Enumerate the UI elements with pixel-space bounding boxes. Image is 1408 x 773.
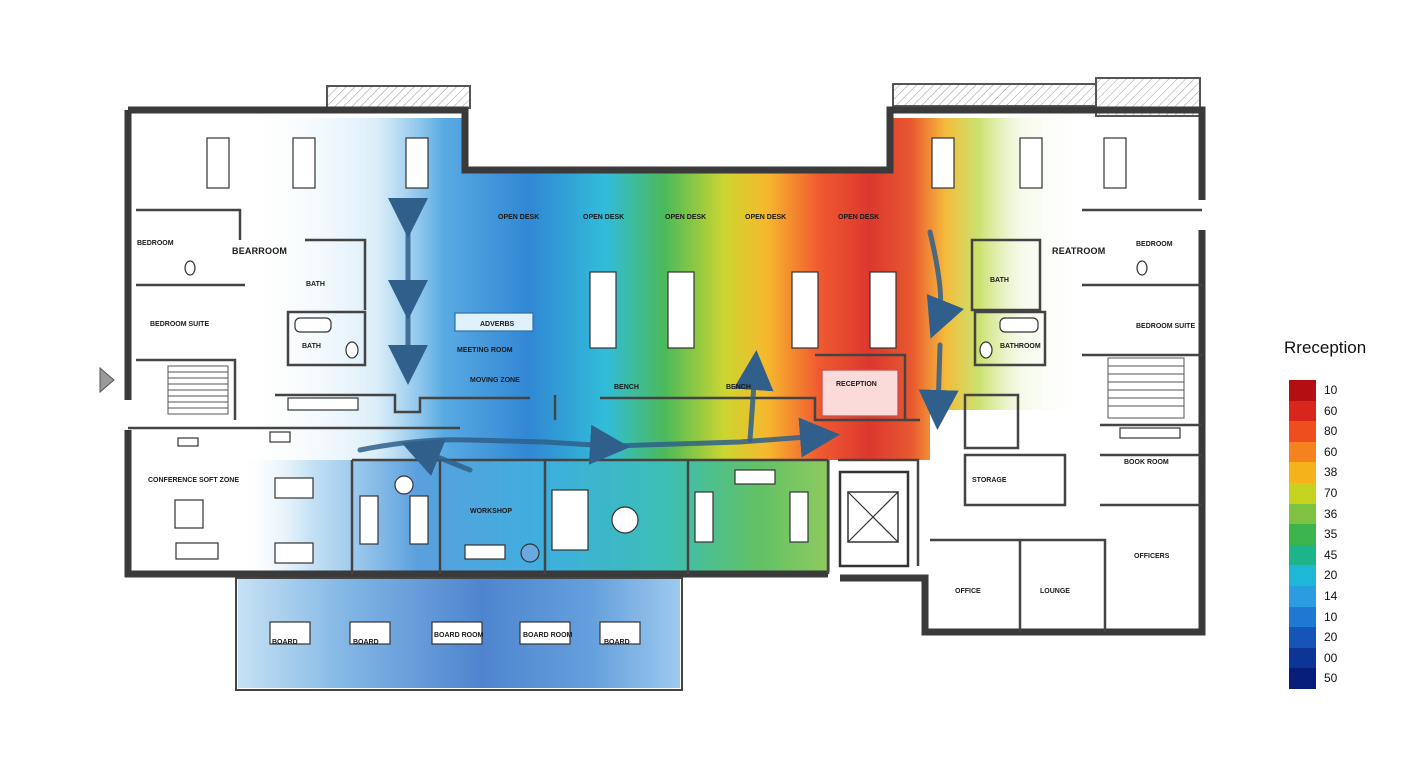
legend-value: 20	[1324, 630, 1338, 645]
label-storage: STORAGE	[972, 477, 1007, 484]
label-meeting-room: MEETING ROOM	[457, 347, 513, 354]
label-bedroom-left: BEDROOM	[137, 240, 174, 247]
entrance-arrow-icon	[99, 366, 115, 394]
label-book-room: BOOK ROOM	[1124, 459, 1169, 466]
elevator-core	[838, 470, 910, 568]
legend-value: 10	[1324, 383, 1338, 397]
balcony-left	[326, 85, 471, 109]
interior-walls	[128, 208, 1202, 632]
label-bath-left: BATH	[306, 281, 325, 288]
balcony-right	[892, 77, 1201, 117]
label-board-5: BOARD	[604, 639, 630, 646]
legend-value: 45	[1324, 547, 1338, 562]
legend-value: 38	[1324, 465, 1338, 480]
legend-row: 10	[1289, 380, 1369, 401]
label-board-3: BOARD ROOM	[434, 632, 484, 639]
legend-row: 20	[1289, 627, 1369, 648]
heatmap-overlay	[238, 118, 1090, 688]
stairs-right	[1107, 357, 1185, 419]
label-open-desk-2: OPEN DESK	[583, 214, 624, 221]
legend-swatch	[1289, 524, 1316, 545]
legend-row: 45	[1289, 544, 1369, 566]
exterior-walls	[124, 106, 1206, 636]
label-bearroom: BEARROOM	[232, 246, 287, 256]
legend-row: 70	[1289, 482, 1369, 504]
legend-row: 60	[1289, 441, 1369, 463]
legend-value: 70	[1324, 485, 1338, 500]
label-officers: OFFICERS	[1134, 553, 1170, 560]
label-bedroom-suite-right: BEDROOM SUITE	[1136, 323, 1195, 330]
color-legend: 10 60 80 60 38 70 36 35 45 20 14 10 20 00 50	[1289, 380, 1369, 689]
legend-swatch	[1289, 544, 1316, 566]
legend-swatch	[1289, 400, 1316, 422]
legend-swatch	[1289, 647, 1316, 669]
legend-swatch	[1289, 482, 1316, 504]
legend-swatch	[1289, 380, 1316, 401]
legend-value: 36	[1324, 506, 1338, 521]
legend-swatch	[1289, 421, 1316, 442]
legend-swatch	[1289, 441, 1316, 463]
label-bedroom-suite-left: BEDROOM SUITE	[150, 321, 209, 328]
legend-swatch	[1289, 668, 1316, 689]
label-bedroom-right: BEDROOM	[1136, 241, 1173, 248]
label-bench-1: BENCH	[614, 384, 639, 391]
legend-row: 50	[1289, 668, 1369, 689]
legend-swatch	[1289, 565, 1316, 586]
legend-value: 10	[1324, 609, 1338, 624]
label-open-desk-4: OPEN DESK	[745, 214, 786, 221]
legend-swatch	[1289, 585, 1316, 607]
label-conference-zone: CONFERENCE SOFT ZONE	[148, 477, 239, 484]
legend-row: 36	[1289, 503, 1369, 525]
label-moving-zone: MOVING ZONE	[470, 377, 520, 384]
legend-value: 60	[1324, 444, 1338, 459]
label-bath-suite-left: BATH	[302, 343, 321, 350]
legend-swatch	[1289, 627, 1316, 648]
legend-swatch	[1289, 606, 1316, 628]
label-board-2: BOARD	[353, 639, 379, 646]
label-open-desk-1: OPEN DESK	[498, 214, 539, 221]
legend-value: 14	[1324, 588, 1338, 603]
legend-row: 14	[1289, 585, 1369, 607]
label-workshop: WORKSHOP	[470, 508, 512, 515]
legend-row: 60	[1289, 400, 1369, 422]
legend-value: 60	[1324, 403, 1338, 418]
legend-title: Rreception	[1284, 338, 1367, 357]
label-board-4: BOARD ROOM	[523, 632, 573, 639]
label-reception: RECEPTION	[836, 381, 877, 388]
label-bathroom-right: BATHROOM	[1000, 343, 1041, 350]
legend-swatch	[1289, 462, 1316, 483]
bath-fixtures	[184, 260, 1181, 439]
stairs-left	[167, 365, 229, 415]
label-office-1: OFFICE	[955, 588, 981, 595]
legend-row: 38	[1289, 462, 1369, 483]
legend-value: 00	[1324, 650, 1338, 665]
label-bench-2: BENCH	[726, 384, 751, 391]
flow-arrows	[357, 198, 964, 476]
label-board-1: BOARD	[272, 639, 298, 646]
legend-row: 20	[1289, 565, 1369, 586]
legend-value: 20	[1324, 568, 1338, 583]
legend-value: 35	[1324, 527, 1338, 542]
legend-row: 10	[1289, 606, 1369, 628]
legend-row: 35	[1289, 524, 1369, 545]
label-reatroom: REATROOM	[1052, 246, 1105, 256]
label-open-desk-5: OPEN DESK	[838, 214, 879, 221]
label-lounge: LOUNGE	[1040, 588, 1070, 595]
label-open-desk-3: OPEN DESK	[665, 214, 706, 221]
legend-value: 50	[1324, 671, 1338, 686]
legend-row: 80	[1289, 421, 1369, 442]
adverbs-box	[454, 312, 534, 332]
label-adverbs: ADVERBS	[480, 321, 515, 328]
label-bath-right: BATH	[990, 277, 1009, 284]
legend-swatch	[1289, 503, 1316, 525]
desk-clusters	[206, 137, 1127, 645]
legend-row: 00	[1289, 647, 1369, 669]
lounge-furniture	[174, 431, 809, 564]
legend-value: 80	[1324, 424, 1338, 439]
terrace-outline	[235, 577, 683, 691]
